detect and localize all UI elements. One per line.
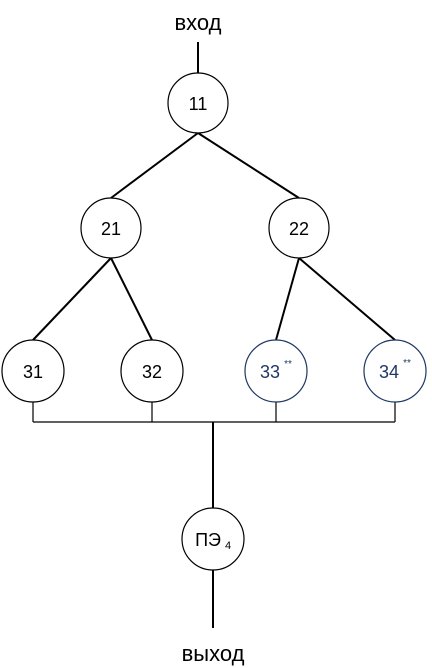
- node-33: 33 **: [244, 339, 308, 403]
- output-label: выход: [182, 641, 245, 666]
- node-22-label: 22: [289, 219, 309, 239]
- node-pe: ПЭ 4: [181, 507, 245, 571]
- edge-22-34: [298, 257, 396, 341]
- node-pe-subscript: 4: [225, 540, 231, 552]
- edge-21-32: [110, 257, 153, 341]
- edge-11-21: [110, 132, 199, 199]
- node-34-marker: **: [403, 358, 411, 369]
- node-11-label: 11: [189, 94, 208, 114]
- node-31: 31: [1, 339, 65, 403]
- edge-11-22: [197, 132, 300, 199]
- node-32: 32: [120, 339, 184, 403]
- node-33-marker: **: [284, 359, 292, 370]
- node-33-label: 33: [260, 362, 280, 382]
- node-11: 11: [167, 72, 229, 134]
- connectors: [32, 42, 396, 341]
- node-34-label: 34: [379, 362, 399, 382]
- edge-21-31: [32, 257, 112, 341]
- node-22: 22: [268, 197, 330, 259]
- node-21: 21: [80, 197, 142, 259]
- bus: [32, 402, 396, 423]
- node-31-label: 31: [23, 362, 43, 382]
- node-34: 34 **: [363, 339, 427, 403]
- edge-22-33: [275, 257, 300, 341]
- input-label: вход: [174, 10, 221, 35]
- node-32-label: 32: [142, 362, 162, 382]
- node-21-label: 21: [101, 219, 121, 239]
- node-pe-label: ПЭ: [195, 530, 221, 550]
